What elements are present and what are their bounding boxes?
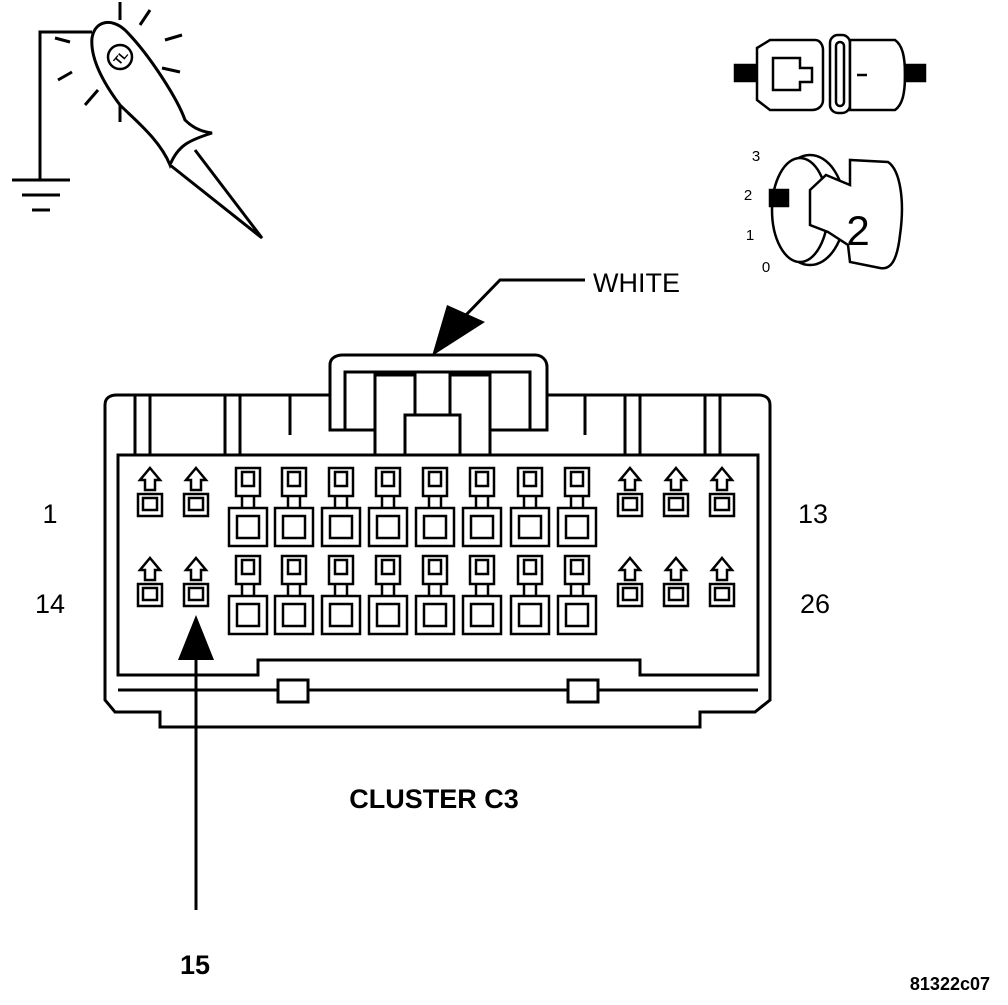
terminal-5 [320,466,362,548]
terminal-9 [509,466,551,548]
terminal-23 [556,554,598,636]
ignition-switch-icon [768,153,904,270]
color-callout-arrow [432,278,585,356]
terminal-22 [509,554,551,636]
ignition-position-0: 0 [762,259,770,276]
ignition-position-1: 1 [746,227,754,244]
pin-label-14: 14 [35,589,65,619]
terminal-6 [367,466,409,548]
pin-15-callout-arrow [178,615,214,910]
test-light-badge: TL [106,43,134,71]
terminal-array [136,466,736,636]
ignition-key-label: 2 [846,207,869,254]
test-light-probe [12,2,264,240]
connector-title: CLUSTER C3 [349,784,519,814]
terminal-7 [414,466,456,548]
pin-label-26: 26 [800,589,830,619]
terminal-2 [182,466,210,518]
terminal-16 [227,554,269,636]
terminal-12 [662,466,690,518]
terminal-1 [136,466,164,518]
terminal-17 [273,554,315,636]
color-label: WHITE [593,268,680,298]
terminal-25 [662,556,690,608]
terminal-26 [708,556,736,608]
terminal-21 [461,554,503,636]
pin-label-1: 1 [42,499,57,529]
terminal-3 [227,466,269,548]
pin-label-13: 13 [798,499,828,529]
terminal-13 [708,466,736,518]
ignition-position-3: 3 [752,148,760,165]
terminal-14 [136,556,164,608]
ignition-position-2: 2 [744,187,752,204]
figure-code: 81322c07 [910,974,990,994]
terminal-8 [461,466,503,548]
terminal-19 [367,554,409,636]
terminal-11 [616,466,644,518]
pin-callout-label: 15 [180,950,210,980]
terminal-15 [182,556,210,608]
terminal-4 [273,466,315,548]
disconnected-connector-icon [733,33,927,115]
terminal-10 [556,466,598,548]
terminal-20 [414,554,456,636]
terminal-18 [320,554,362,636]
terminal-24 [616,556,644,608]
